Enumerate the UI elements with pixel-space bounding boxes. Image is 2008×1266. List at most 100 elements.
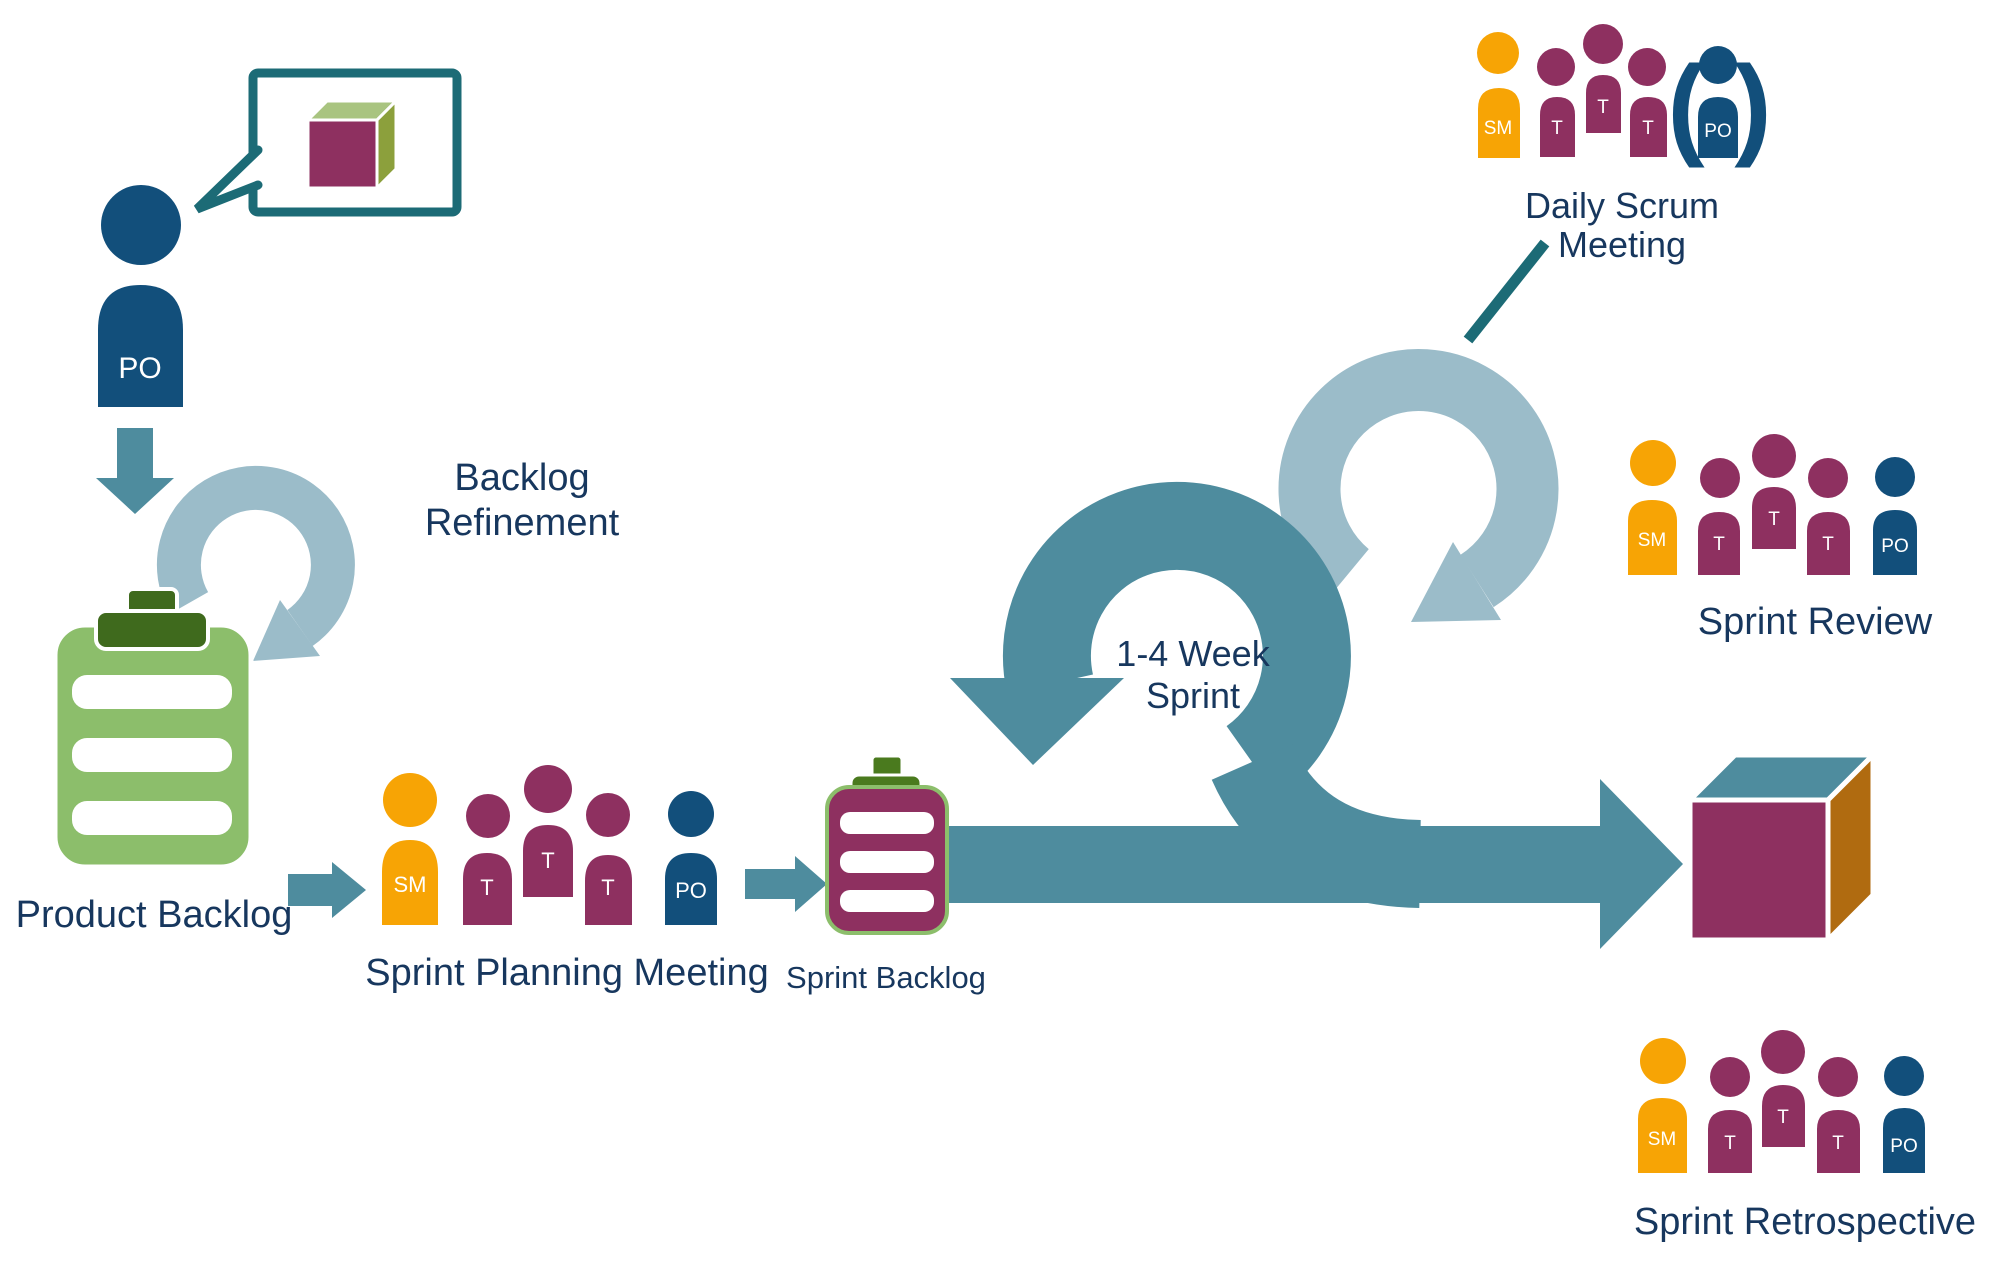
person-body — [523, 825, 573, 897]
person-body — [1762, 1085, 1805, 1147]
person-head — [383, 773, 437, 827]
person-head — [1884, 1056, 1924, 1096]
person-head — [524, 765, 572, 813]
person-body — [1708, 1110, 1752, 1173]
person-body — [665, 853, 717, 925]
person-team-member: T — [1761, 1030, 1805, 1147]
daily-scrum-callout-line — [1463, 239, 1550, 344]
clipboard-clip — [94, 609, 210, 651]
product-backlog-label: Product Backlog — [16, 894, 293, 936]
person-head — [586, 793, 630, 837]
person-team-member: T — [1817, 1057, 1860, 1173]
person-body — [1873, 510, 1917, 575]
person-scrum-master: SM — [382, 773, 438, 925]
person-product-owner: PO — [1883, 1056, 1925, 1173]
person-product-owner: PO — [665, 791, 717, 925]
vision-cube-icon — [304, 97, 400, 192]
person-head — [466, 794, 510, 838]
role-label: T — [1713, 534, 1725, 555]
increment-cube-front — [1687, 797, 1831, 943]
sprint-loop-arrowhead — [950, 678, 1124, 765]
clipboard-item — [72, 738, 232, 772]
person-head — [1710, 1057, 1750, 1097]
person-head — [1630, 440, 1676, 486]
person-body — [1630, 97, 1667, 157]
sprint-backlog-clipboard-icon — [825, 754, 949, 935]
person-team-member: T — [1628, 48, 1667, 157]
role-label: PO — [1881, 536, 1908, 557]
flow-bar — [900, 826, 1600, 903]
vision-speech-bubble — [193, 68, 462, 217]
person-scrum-master: SM — [1638, 1038, 1687, 1173]
sprint-loop-arc — [1002, 481, 1351, 798]
person-head — [1583, 24, 1623, 64]
refinement-loop-arrowhead — [253, 600, 320, 661]
daily-loop-arc — [1278, 349, 1559, 608]
person-head — [1818, 1057, 1858, 1097]
sprint-loop-label: 1-4 Week Sprint — [1116, 633, 1270, 716]
person-scrum-master: SM — [1477, 32, 1520, 158]
role-label: SM — [1638, 530, 1667, 551]
person-team-member: T — [585, 793, 632, 925]
person-head — [1640, 1038, 1686, 1084]
person-head — [1537, 48, 1575, 86]
person-team-member: T — [523, 765, 573, 897]
person-body — [1478, 88, 1520, 158]
person-head — [1875, 457, 1915, 497]
person-team-member: T — [1698, 458, 1740, 575]
clipboard-item — [72, 801, 232, 835]
clipboard-item — [840, 890, 934, 912]
person-body — [1817, 1110, 1860, 1173]
sprint-flow-arrow — [900, 779, 1683, 949]
person-head — [1808, 458, 1848, 498]
svg-text:Meeting: Meeting — [1558, 224, 1686, 265]
daily-loop-arrowhead — [1411, 542, 1501, 622]
person-team-member: T — [1807, 458, 1850, 575]
person-head — [668, 791, 714, 837]
increment-cube-icon — [1683, 748, 1880, 947]
flow-bar-arrowhead-icon — [1600, 779, 1683, 949]
role-label: T — [541, 848, 554, 873]
flow-arrow-down-icon — [96, 428, 174, 514]
refinement-loop-arc — [156, 465, 355, 647]
person-body — [1586, 75, 1621, 133]
person-body — [1628, 500, 1677, 575]
role-label: T — [1597, 97, 1609, 118]
vision-cube-front — [306, 118, 379, 190]
role-label: T — [1832, 1133, 1844, 1154]
role-label: T — [601, 875, 614, 900]
team-daily-scrum: SM T T T ( PO ) — [1477, 24, 1772, 168]
person-head — [1752, 434, 1796, 478]
role-label: T — [1777, 1107, 1789, 1128]
svg-text:Daily Scrum: Daily Scrum — [1525, 185, 1719, 226]
person-body — [1807, 512, 1850, 575]
role-label: T — [480, 875, 493, 900]
role-label: PO — [1704, 121, 1731, 142]
person-head — [1628, 48, 1666, 86]
clipboard-item — [72, 675, 232, 709]
person-team-member: T — [1708, 1057, 1752, 1173]
role-label: T — [1642, 118, 1654, 139]
daily-scrum-loop-icon — [1278, 349, 1559, 622]
person-body — [463, 853, 512, 925]
optional-paren-close: ) — [1734, 43, 1771, 168]
person-team-member: T — [1583, 24, 1623, 133]
svg-text:Refinement: Refinement — [425, 502, 620, 544]
person-team-member: T — [1537, 48, 1575, 157]
team-sprint-retrospective: SM T T T PO — [1638, 1030, 1925, 1173]
person-head — [1761, 1030, 1805, 1074]
person-head — [1700, 458, 1740, 498]
person-head — [1477, 32, 1519, 74]
svg-text:1-4 Week: 1-4 Week — [1116, 633, 1270, 674]
person-body — [1698, 512, 1740, 575]
role-label: T — [1551, 118, 1563, 139]
svg-text:Backlog: Backlog — [454, 457, 589, 499]
person-scrum-master: SM — [1628, 440, 1677, 575]
speech-bubble-tail — [193, 145, 263, 214]
team-sprint-review: SM T T T PO — [1628, 434, 1917, 575]
flow-arrow-right-icon — [745, 856, 827, 912]
role-label: SM — [1648, 1129, 1677, 1150]
role-label: T — [1724, 1133, 1736, 1154]
backlog-refinement-loop-icon — [156, 465, 355, 661]
